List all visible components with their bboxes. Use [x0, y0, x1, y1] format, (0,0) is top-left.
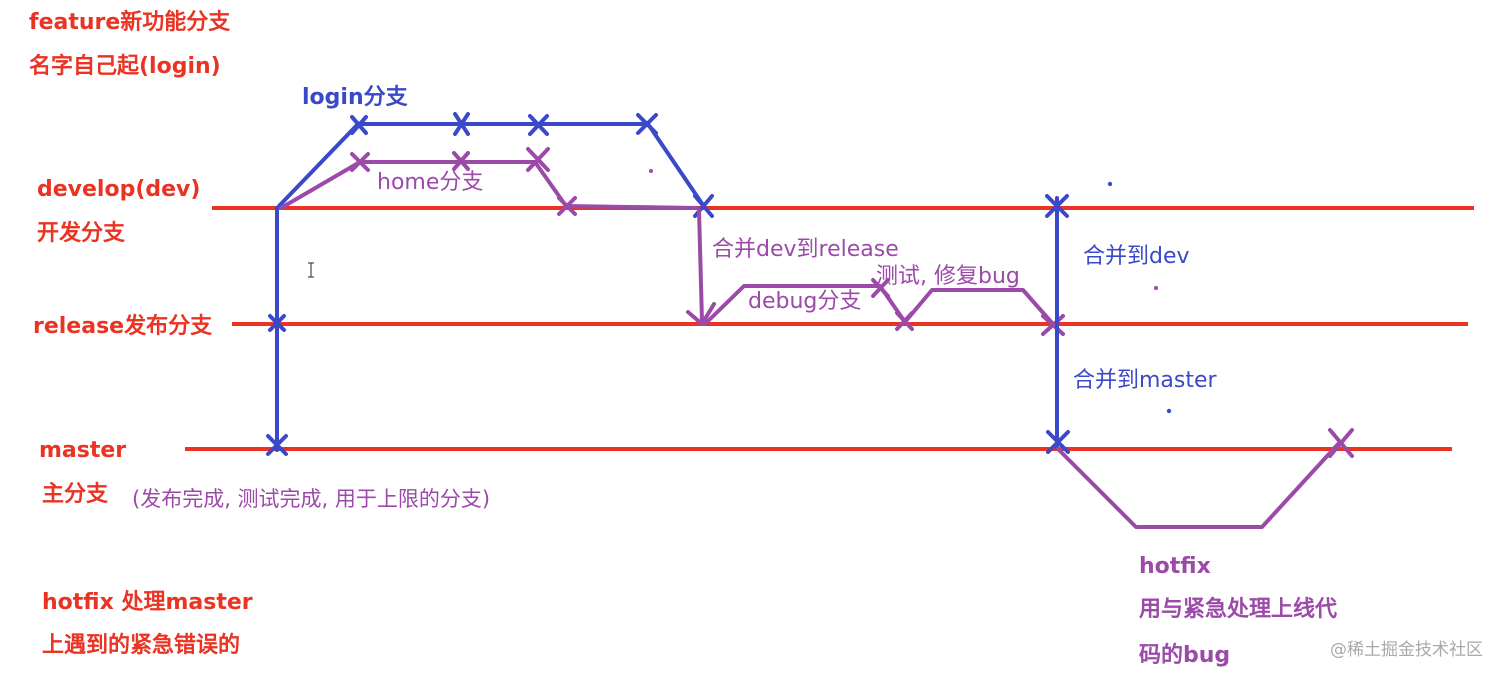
commit-mark	[452, 151, 470, 171]
hotfix-right-title: hotfix	[1139, 554, 1211, 579]
commit-mark	[350, 152, 370, 172]
debug-branch-label: debug分支	[748, 289, 862, 314]
hotfix-right-line-3: 码的bug	[1139, 643, 1231, 668]
hotfix-left-line-1: hotfix 处理master	[42, 590, 253, 615]
merge-to-master-label: 合并到master	[1073, 368, 1217, 393]
main-branch-lines	[185, 206, 1474, 451]
stray-dots	[649, 169, 1172, 414]
commit-mark	[350, 115, 368, 135]
hotfix-right-line-2: 用与紧急处理上线代	[1139, 597, 1338, 622]
feature-title: feature新功能分支	[29, 10, 231, 35]
commit-mark	[526, 147, 550, 172]
commit-mark	[1041, 314, 1065, 336]
login-branch-path	[277, 112, 714, 218]
commit-mark	[871, 278, 890, 298]
commit-mark	[528, 114, 549, 136]
develop-title: develop(dev)	[37, 177, 201, 202]
hotfix-left-line-2: 上遇到的紧急错误的	[42, 633, 241, 658]
commit-mark	[636, 113, 658, 135]
feature-subtitle: 名字自己起(login)	[29, 54, 221, 79]
watermark: @稀土掘金技术社区	[1330, 640, 1483, 660]
home-branch-path	[279, 147, 699, 216]
commit-mark	[557, 196, 577, 216]
master-note: (发布完成, 测试完成, 用于上限的分支)	[132, 487, 491, 511]
blue-left-vertical	[266, 206, 288, 456]
merge-dev-release-label: 合并dev到release	[712, 237, 899, 262]
commit-mark	[895, 311, 914, 331]
hotfix-branch-path	[1056, 428, 1354, 529]
release-title: release发布分支	[33, 314, 213, 339]
master-subtitle: 主分支	[42, 482, 109, 507]
master-title: master	[39, 438, 127, 463]
text-cursor-icon	[308, 262, 314, 278]
test-fix-label: 测试, 修复bug	[876, 264, 1020, 289]
home-branch-label: home分支	[377, 170, 484, 195]
commit-mark	[1328, 428, 1354, 458]
commit-mark	[453, 112, 470, 136]
login-branch-label: login分支	[302, 85, 408, 110]
merge-vertical-path	[1045, 194, 1070, 454]
merge-to-dev-label: 合并到dev	[1083, 244, 1190, 269]
release-debug-path	[686, 208, 1065, 336]
develop-subtitle: 开发分支	[37, 221, 126, 246]
